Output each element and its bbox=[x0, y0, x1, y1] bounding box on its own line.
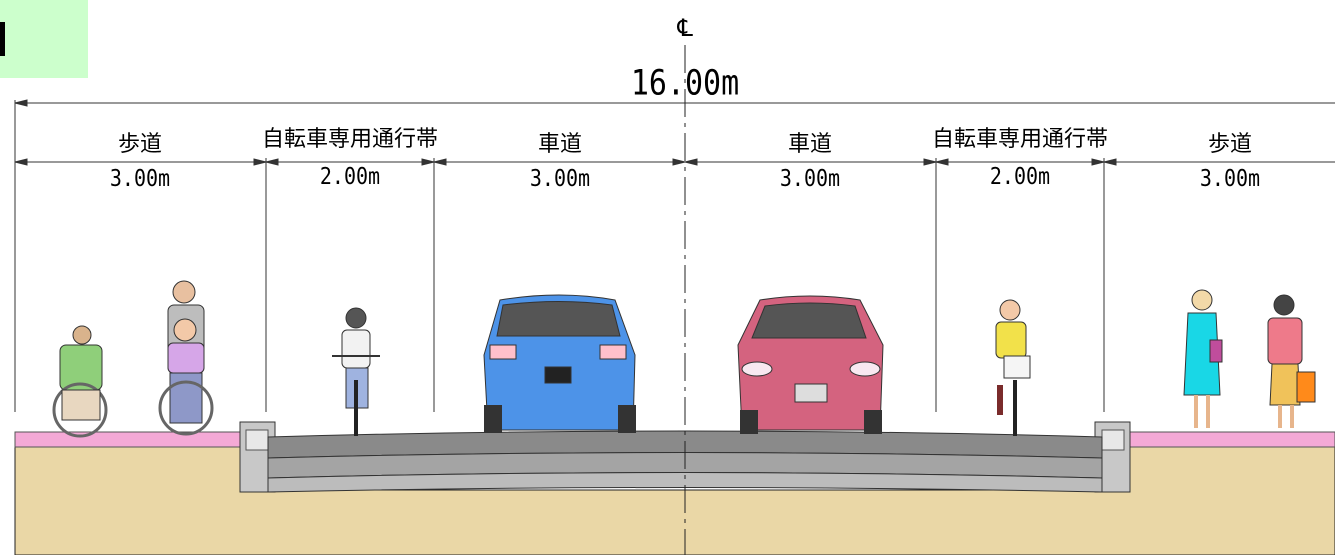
section-name-bike-lane-left: 自転車専用通行帯 bbox=[261, 127, 439, 152]
pavement-subbase bbox=[267, 472, 1103, 493]
label-tab-mark bbox=[0, 22, 5, 56]
section-width-sidewalk-left: 3.00m bbox=[109, 164, 171, 192]
wheelchair-user-figure bbox=[52, 325, 108, 438]
total-width-label: 16.00m bbox=[630, 63, 740, 104]
section-name-bike-lane-right: 自転車専用通行帯 bbox=[931, 127, 1109, 152]
centerline-symbol: ℄ bbox=[674, 14, 696, 42]
section-width-roadway-right: 3.00m bbox=[779, 164, 841, 192]
sidewalk-right-surface bbox=[1127, 431, 1335, 448]
section-width-bike-lane-left: 2.00m bbox=[319, 162, 381, 190]
section-width-sidewalk-right: 3.00m bbox=[1199, 164, 1261, 192]
cyclist-right-figure bbox=[995, 299, 1031, 436]
label-tab bbox=[0, 0, 88, 78]
section-name-sidewalk-left: 歩道 bbox=[117, 132, 163, 157]
section-width-roadway-left: 3.00m bbox=[529, 164, 591, 192]
section-width-bike-lane-right: 2.00m bbox=[989, 162, 1051, 190]
dimension-lines bbox=[14, 99, 1335, 412]
pedestrian-woman-figure bbox=[1183, 289, 1223, 428]
car-red bbox=[737, 295, 884, 434]
sidewalk-left-surface bbox=[14, 431, 246, 448]
section-name-sidewalk-right: 歩道 bbox=[1207, 132, 1253, 157]
section-name-roadway-right: 車道 bbox=[787, 132, 833, 157]
section-name-roadway-left: 車道 bbox=[537, 132, 583, 157]
car-blue bbox=[483, 294, 636, 433]
pedestrian-shopper-figure bbox=[1267, 294, 1316, 428]
cyclist-left-figure bbox=[332, 307, 380, 436]
caregiver-figure bbox=[158, 280, 214, 436]
